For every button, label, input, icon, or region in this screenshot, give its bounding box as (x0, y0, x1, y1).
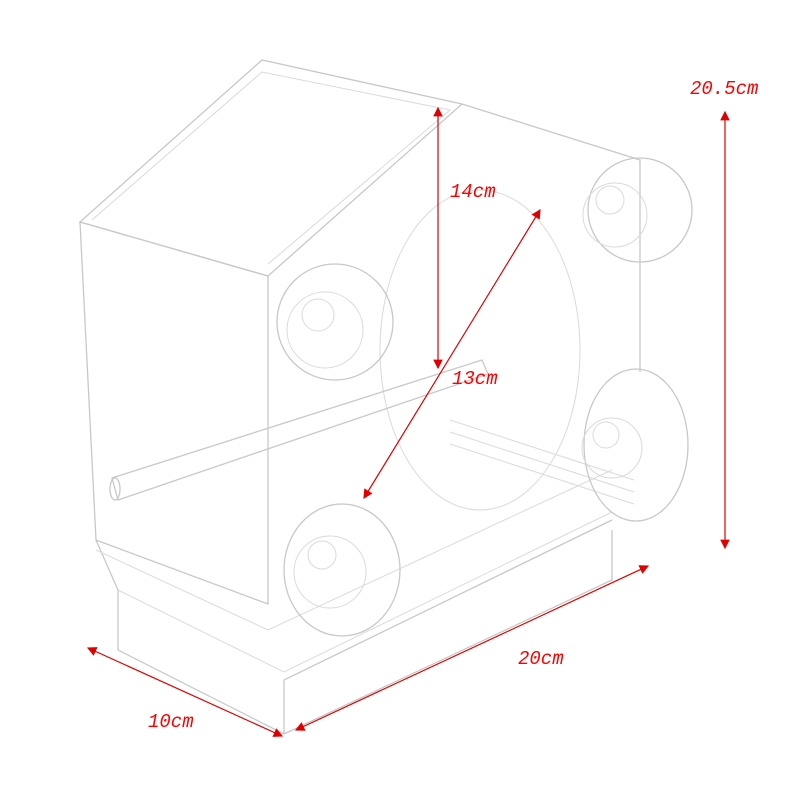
suction-cup (276, 263, 394, 381)
cup-diagonal-arrow (363, 208, 541, 500)
depth-arrow (86, 647, 284, 737)
depth-label: 10cm (148, 711, 194, 733)
suction-cup (283, 503, 401, 637)
dimension-lines (86, 106, 730, 737)
length-label: 20cm (518, 648, 564, 670)
cup-diagonal-label: 13cm (452, 368, 498, 390)
suction-cup (582, 157, 693, 263)
height-label: 20.5cm (690, 78, 759, 100)
suction-cup (581, 368, 689, 522)
roof-height-label: 14cm (450, 181, 496, 203)
feeder-body (78, 59, 693, 735)
length-arrow (294, 565, 650, 731)
